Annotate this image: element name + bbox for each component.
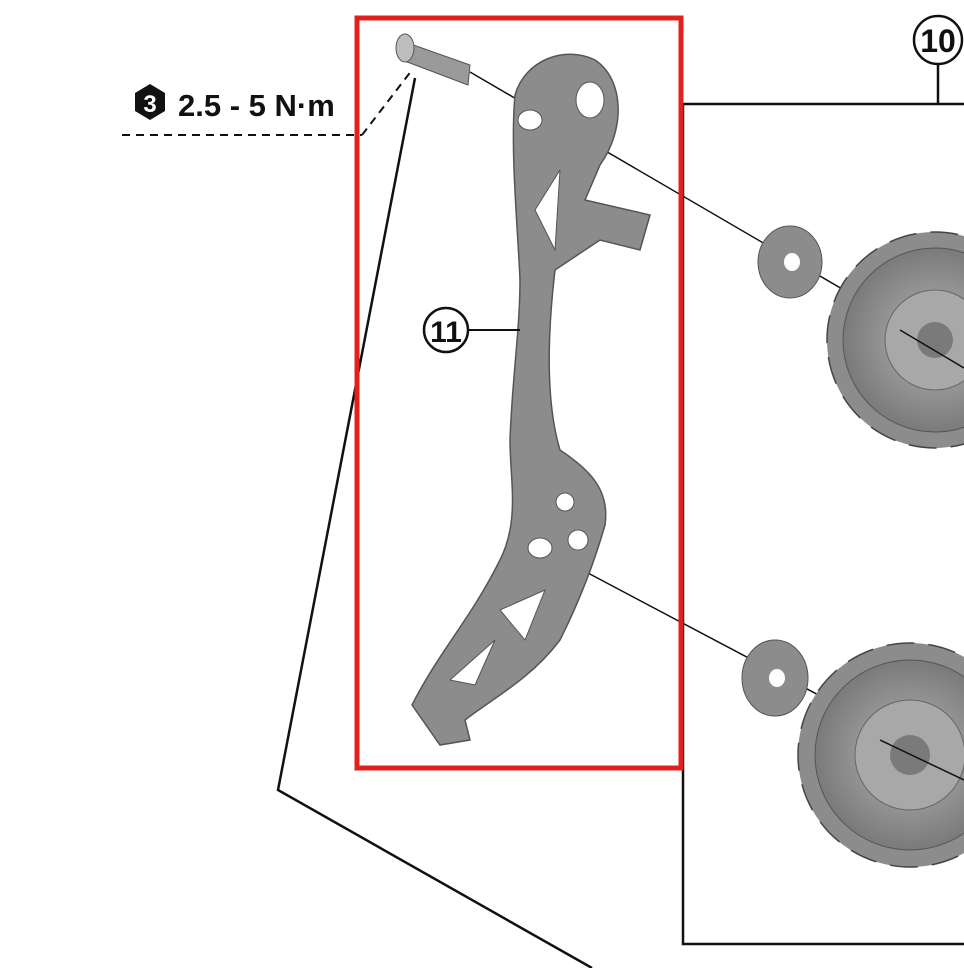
torque-value: 2.5 - 5 N·m — [178, 88, 335, 123]
washer-upper — [757, 225, 823, 299]
torque-spec: 3 2.5 - 5 N·m — [135, 84, 335, 123]
inner-cage-plate — [411, 53, 651, 746]
cage-holes — [448, 81, 605, 686]
torque-leader-dashed — [122, 69, 413, 136]
callout-11: 11 — [422, 306, 520, 354]
lower-tension-pulley — [797, 642, 964, 868]
callout-10-number: 10 — [920, 23, 956, 59]
upper-guide-pulley — [826, 231, 964, 449]
callout-10: 10 — [912, 14, 964, 66]
hex-key-size: 3 — [143, 91, 156, 118]
callout-11-number: 11 — [430, 316, 462, 349]
bolt — [395, 33, 471, 86]
highlight-box — [354, 15, 684, 771]
washer-lower — [741, 639, 809, 717]
hex-key-icon — [135, 84, 165, 120]
